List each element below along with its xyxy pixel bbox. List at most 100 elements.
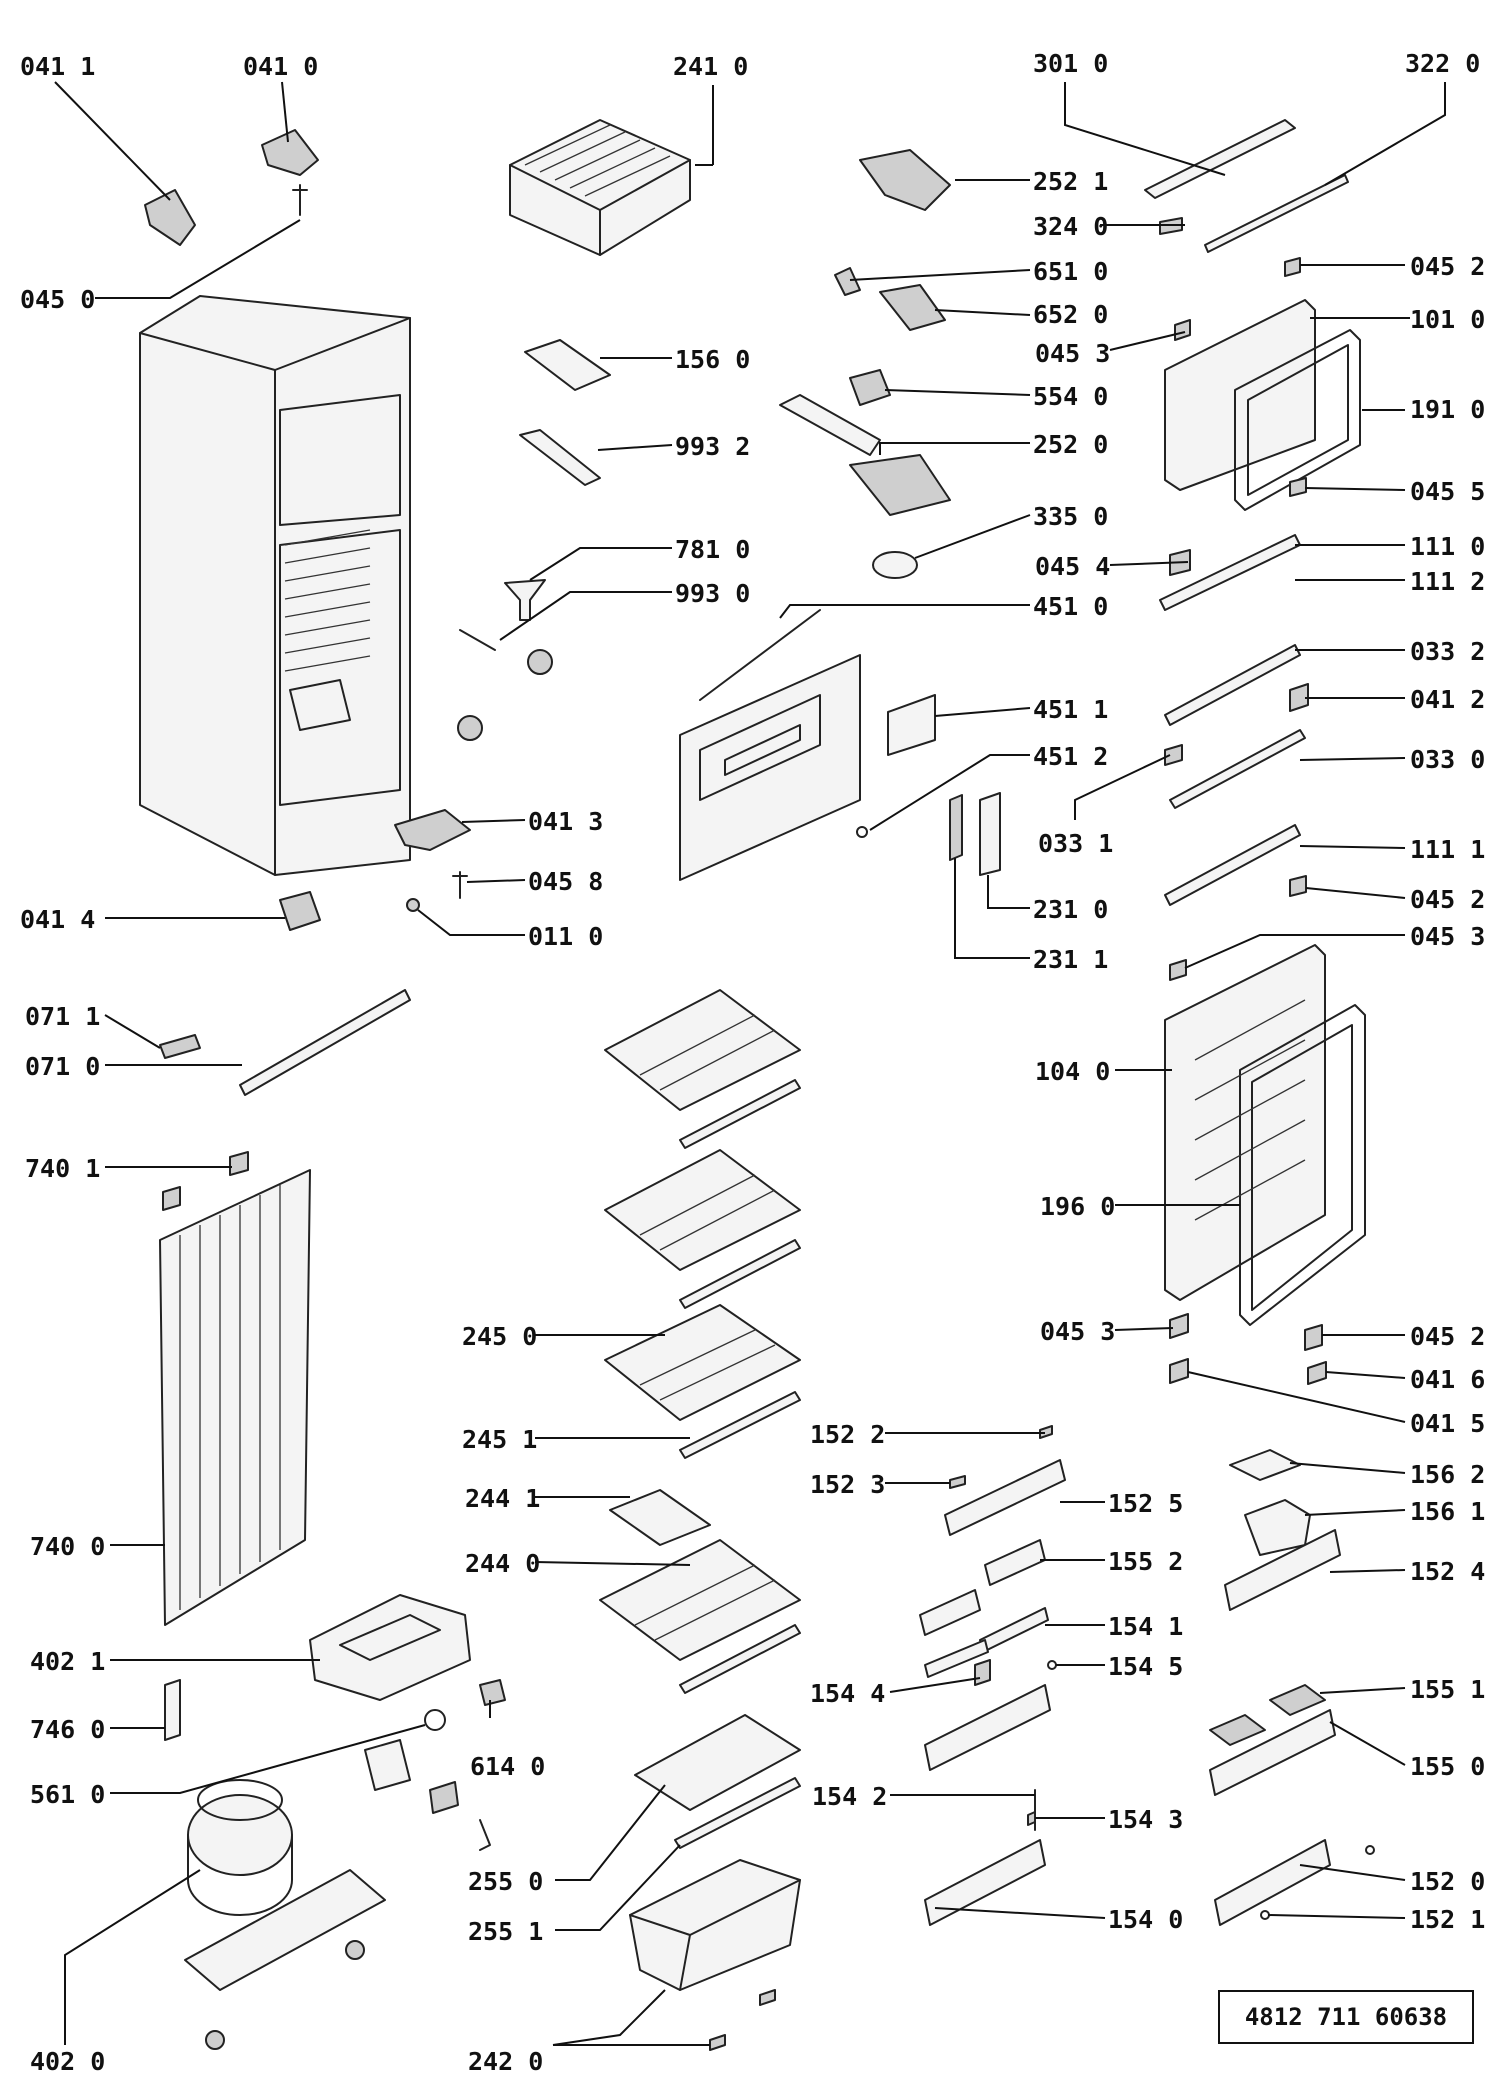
label-154-3: 154 3 xyxy=(1108,1805,1183,1834)
label-322-0: 322 0 xyxy=(1405,49,1480,78)
label-152-1: 152 1 xyxy=(1410,1905,1485,1934)
foot-a-part xyxy=(345,1940,365,1960)
label-554-0: 554 0 xyxy=(1033,382,1108,411)
label-154-1: 154 1 xyxy=(1108,1612,1183,1641)
label-561-0: 561 0 xyxy=(30,1780,105,1809)
knob-part xyxy=(527,649,553,675)
part-231-0-drawing xyxy=(979,792,1001,876)
duct-252-0-part xyxy=(779,394,881,456)
rail-071-0-part xyxy=(239,989,411,1096)
label-011-0: 011 0 xyxy=(528,922,603,951)
label-252-0: 252 0 xyxy=(1033,430,1108,459)
rail-111-1-part xyxy=(1164,824,1301,906)
part-041-5-drawing xyxy=(1169,1358,1189,1384)
cap-045-2-top-part xyxy=(1284,257,1301,277)
label-196-0: 196 0 xyxy=(1040,1192,1115,1221)
cap-045-3-mid-part xyxy=(1169,959,1187,981)
hinge-041-4-part xyxy=(279,891,321,931)
label-245-0: 245 0 xyxy=(462,1322,537,1351)
rail-left-part xyxy=(924,1639,989,1678)
label-155-0: 155 0 xyxy=(1410,1752,1485,1781)
label-242-0: 242 0 xyxy=(468,2047,543,2076)
screw-045-8-part xyxy=(452,871,468,899)
screw-152-1-part xyxy=(1260,1910,1270,1920)
label-451-0: 451 0 xyxy=(1033,592,1108,621)
lamp-651-0-part xyxy=(834,267,861,296)
bin-152-4-part xyxy=(1224,1529,1341,1611)
screw-152-0-part xyxy=(1365,1845,1375,1855)
screw-451-2-part xyxy=(856,826,868,838)
drip-tray-part xyxy=(309,1594,471,1701)
label-045-5: 045 5 xyxy=(1410,477,1485,506)
thermostat-part xyxy=(849,454,951,516)
bin-152-0-part xyxy=(1214,1839,1331,1926)
part-154-5-drawing xyxy=(1047,1660,1057,1670)
label-993-2: 993 2 xyxy=(675,432,750,461)
relay-cover-part xyxy=(364,1739,411,1791)
label-045-2-c: 045 2 xyxy=(1410,1322,1485,1351)
label-041-1: 041 1 xyxy=(20,52,95,81)
label-071-0: 071 0 xyxy=(25,1052,100,1081)
evaporator-plate-part xyxy=(679,609,861,881)
plate-451-1-part xyxy=(887,694,936,756)
freezer-door-part xyxy=(1164,299,1361,511)
label-301-0: 301 0 xyxy=(1033,49,1108,78)
label-154-4: 154 4 xyxy=(810,1679,885,1708)
label-111-0: 111 0 xyxy=(1410,532,1485,561)
part-993-2-drawing xyxy=(519,429,601,486)
bracket-041-1-part xyxy=(144,189,196,246)
label-041-3: 041 3 xyxy=(528,807,603,836)
label-152-0: 152 0 xyxy=(1410,1867,1485,1896)
label-740-1: 740 1 xyxy=(25,1154,100,1183)
trim-upper-part xyxy=(679,1079,801,1149)
label-244-0: 244 0 xyxy=(465,1549,540,1578)
label-156-2: 156 2 xyxy=(1410,1460,1485,1489)
ice-tray-part xyxy=(524,339,611,391)
part-041-6-drawing xyxy=(1307,1361,1327,1385)
label-045-0: 045 0 xyxy=(20,285,95,314)
cap-045-5-part xyxy=(1289,477,1307,497)
egg-tray-b-part xyxy=(1269,1684,1326,1716)
cover-156-2-part xyxy=(1229,1449,1301,1481)
label-111-1: 111 1 xyxy=(1410,835,1485,864)
shelf-245-0-part xyxy=(604,1304,801,1421)
part-231-1-drawing xyxy=(949,794,963,861)
crisper-drawer-part xyxy=(629,1859,801,1991)
shelf-upper-part xyxy=(604,989,801,1111)
switch-652-0-part xyxy=(879,284,946,331)
egg-holder-156-1-part xyxy=(1244,1499,1311,1556)
label-045-3-c: 045 3 xyxy=(1040,1317,1115,1346)
label-402-1: 402 1 xyxy=(30,1647,105,1676)
clip-740-1-part xyxy=(229,1151,249,1176)
wire-part xyxy=(459,629,496,651)
label-152-4: 152 4 xyxy=(1410,1557,1485,1586)
label-255-1: 255 1 xyxy=(468,1917,543,1946)
label-154-0: 154 0 xyxy=(1108,1905,1183,1934)
screw-045-0-part xyxy=(292,184,308,216)
label-033-2: 033 2 xyxy=(1410,637,1485,666)
label-104-0: 104 0 xyxy=(1035,1057,1110,1086)
part-152-2-drawing xyxy=(1039,1425,1053,1439)
base-plate-part xyxy=(184,1869,386,1991)
label-156-0: 156 0 xyxy=(675,345,750,374)
label-740-0: 740 0 xyxy=(30,1532,105,1561)
label-652-0: 652 0 xyxy=(1033,300,1108,329)
label-451-2: 451 2 xyxy=(1033,742,1108,771)
label-041-4: 041 4 xyxy=(20,905,95,934)
knob-335-0-part xyxy=(872,551,918,579)
part-154-3-drawing xyxy=(1027,1811,1036,1826)
strip-322-0-part xyxy=(1204,174,1349,253)
trim-middle-part xyxy=(679,1239,801,1309)
label-241-0: 241 0 xyxy=(673,52,748,81)
label-111-2: 111 2 xyxy=(1410,567,1485,596)
label-045-2-b: 045 2 xyxy=(1410,885,1485,914)
label-614-0: 614 0 xyxy=(470,1752,545,1781)
label-041-2: 041 2 xyxy=(1410,685,1485,714)
nut-011-0-part xyxy=(406,898,420,912)
bin-155-0-part xyxy=(1209,1709,1336,1796)
bin-155-2-part xyxy=(984,1539,1046,1586)
part-033-1-drawing xyxy=(1164,744,1183,766)
rail-033-0-part xyxy=(1169,729,1306,809)
